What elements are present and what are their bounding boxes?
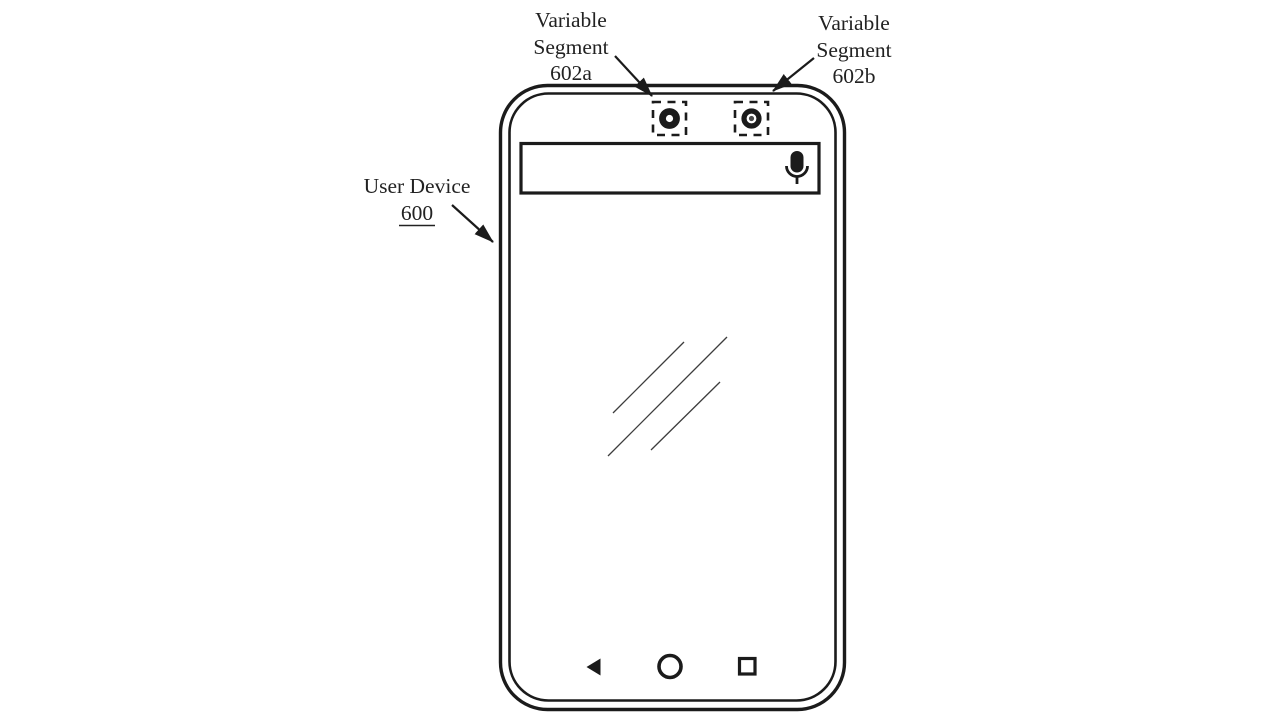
- label-segment-a-line2: Segment: [533, 35, 608, 59]
- label-user-device: User Device 600: [364, 174, 471, 227]
- phone-outer-outline: [498, 83, 847, 712]
- screen-glare-lines: [607, 336, 728, 457]
- microphone-icon: [785, 151, 809, 184]
- front-camera-lens-b-dot: [748, 115, 755, 122]
- recents-nav-icon: [737, 656, 757, 676]
- label-segment-b-line2: Segment: [816, 38, 891, 62]
- arrow-segment-a: [614, 55, 653, 97]
- front-camera-lens-b-icon: [741, 108, 762, 129]
- phone-inner-outline: [508, 92, 837, 702]
- label-segment-b-ref: 602b: [833, 64, 876, 88]
- home-nav-icon: [657, 653, 683, 680]
- navigation-bar: [586, 653, 757, 680]
- label-variable-segment-a: Variable Segment 602a: [533, 8, 608, 85]
- front-camera-lens-a-icon: [659, 108, 680, 129]
- variable-segment-a-dashed-box: [651, 100, 688, 137]
- leader-arrows: [451, 55, 815, 243]
- label-user-device-ref: 600: [401, 201, 433, 225]
- label-variable-segment-b: Variable Segment 602b: [816, 11, 891, 88]
- variable-segment-b-dashed-box: [733, 100, 770, 137]
- label-user-device-name: User Device: [364, 174, 471, 198]
- label-segment-b-line1: Variable: [818, 11, 890, 35]
- arrow-segment-b: [772, 57, 815, 92]
- search-bar: [519, 141, 821, 195]
- variable-segment-a: [651, 100, 688, 137]
- label-segment-a-line1: Variable: [535, 8, 607, 32]
- label-segment-a-ref: 602a: [550, 61, 592, 85]
- search-input: [519, 141, 821, 195]
- back-nav-icon: [586, 658, 601, 676]
- variable-segment-b: [733, 100, 770, 137]
- arrow-user-device: [451, 204, 494, 243]
